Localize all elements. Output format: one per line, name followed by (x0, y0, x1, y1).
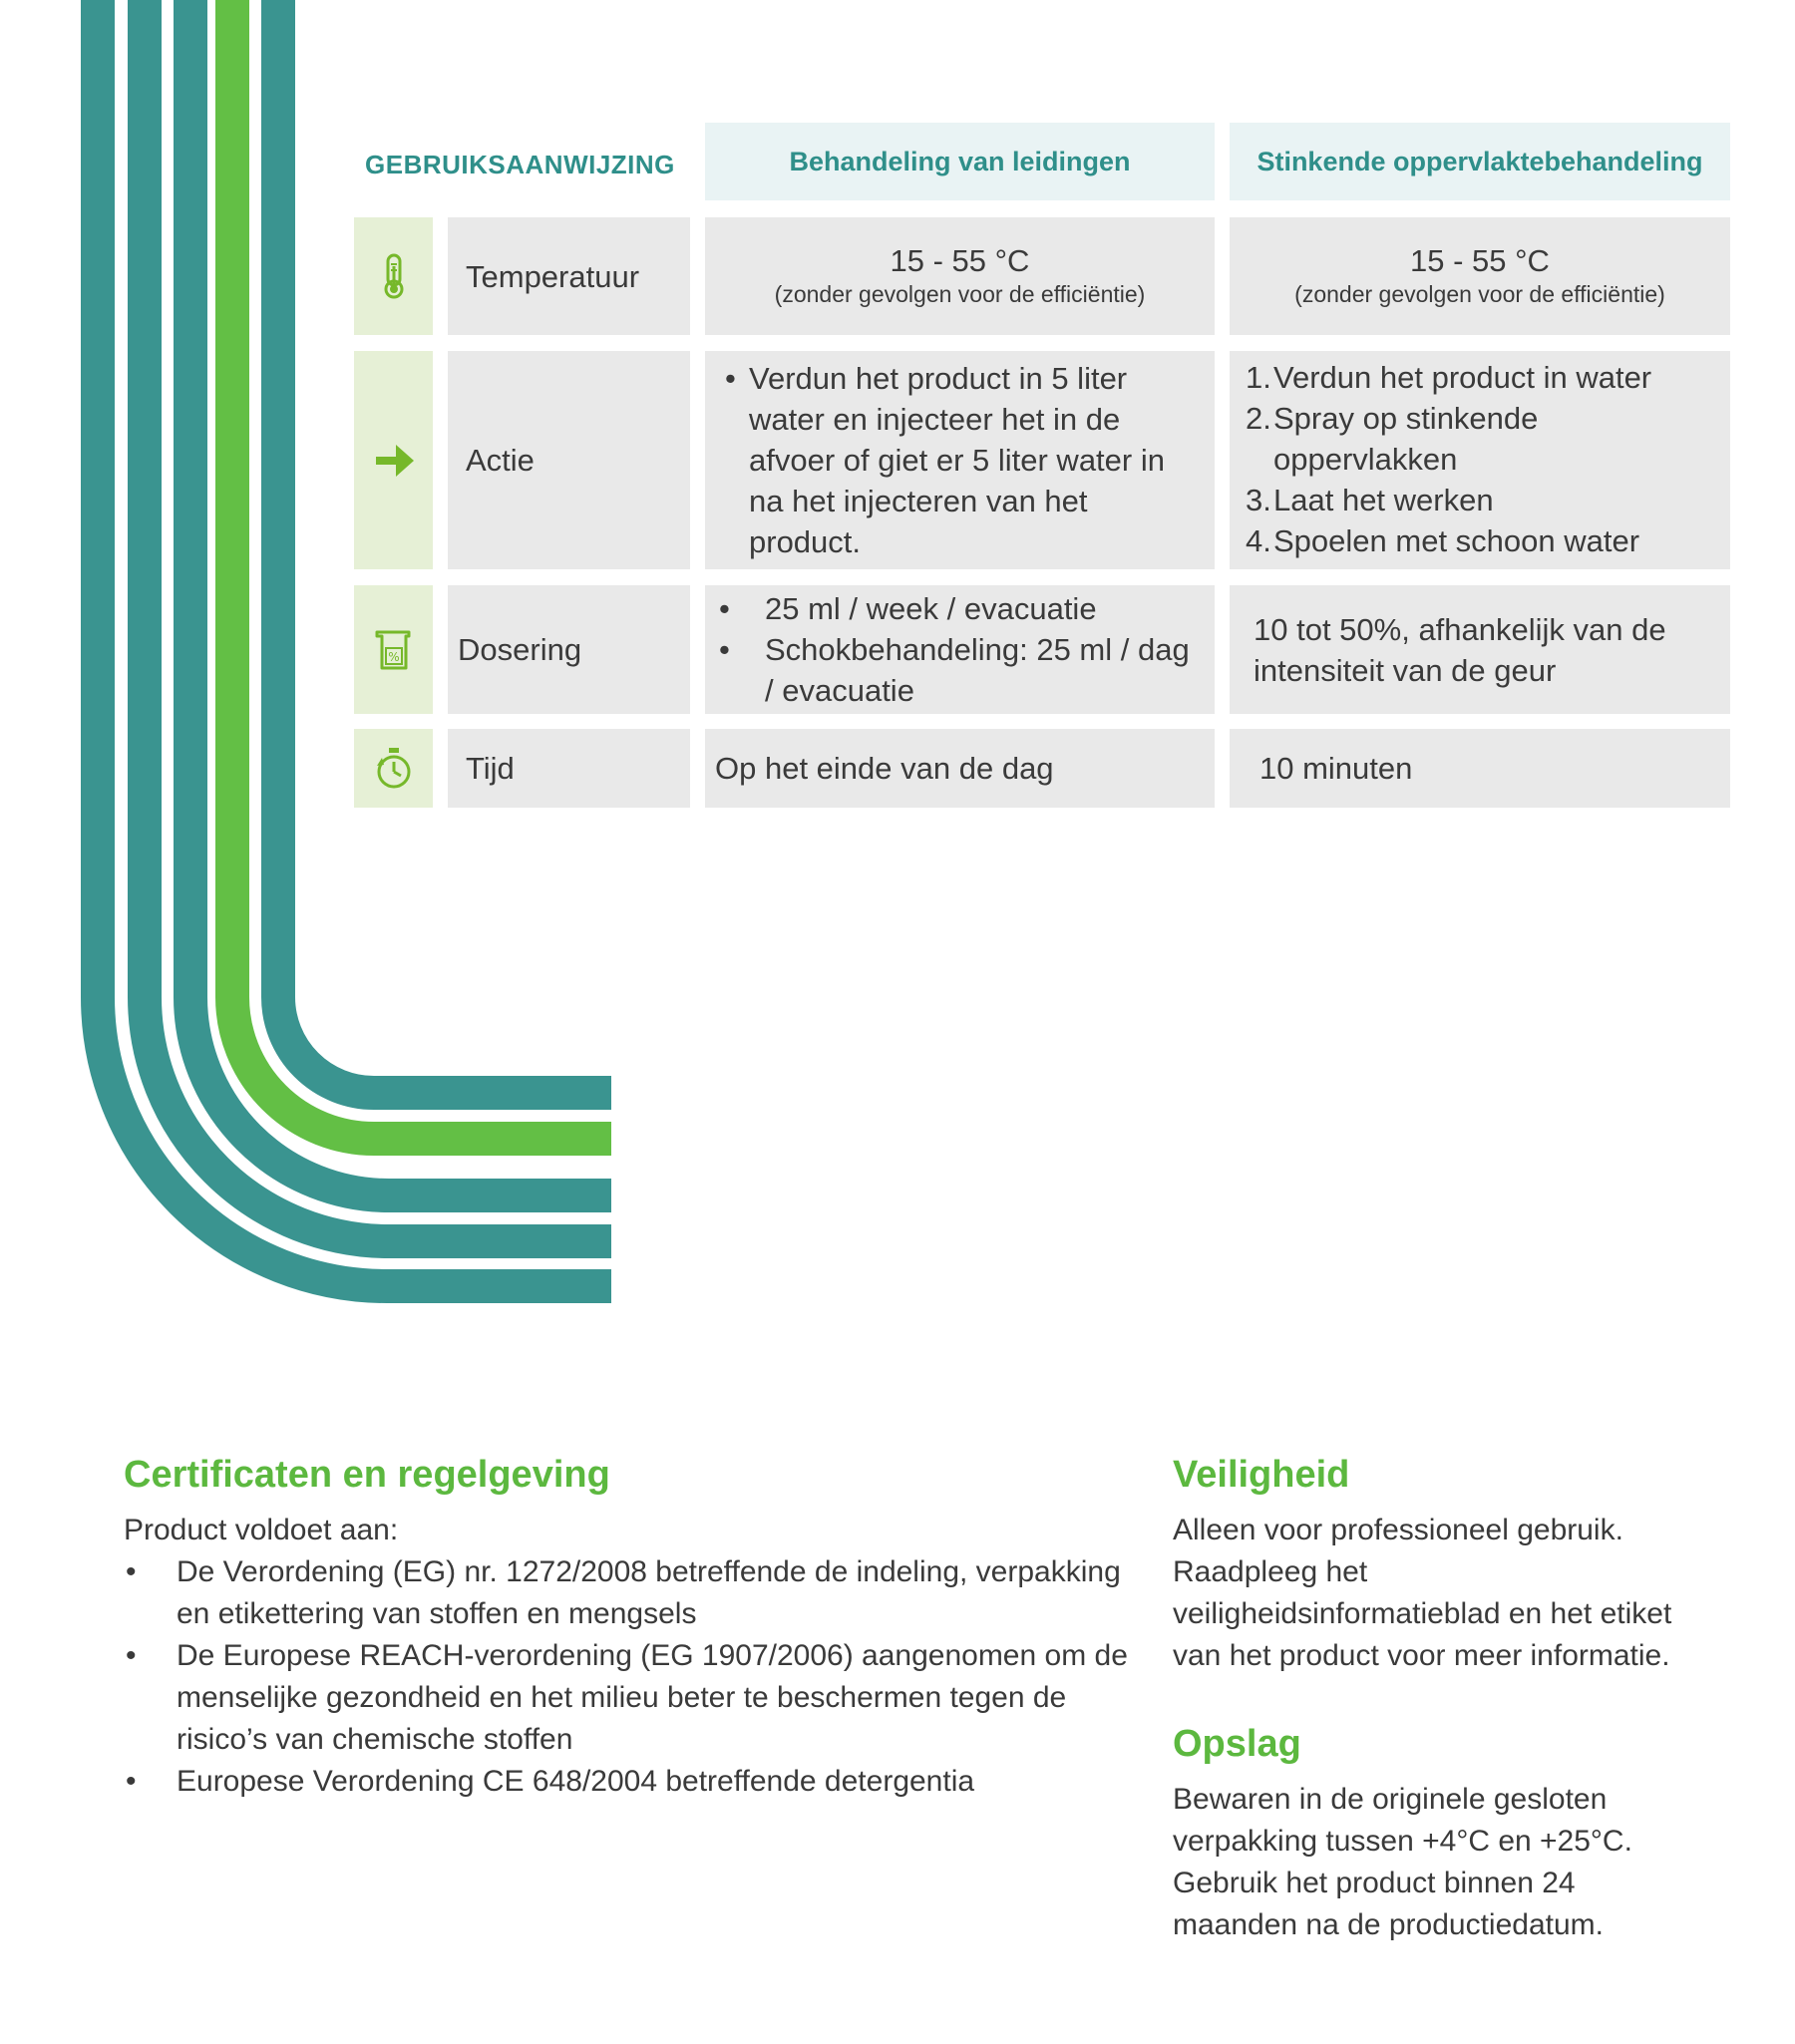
step-text: Spoelen met schoon water (1273, 523, 1640, 558)
action-surfaces-cell: 1.Verdun het product in water 2.Spray op… (1230, 351, 1730, 569)
time-pipes-text: Op het einde van de dag (715, 751, 1054, 786)
list-item: De Europese REACH-verordening (EG 1907/2… (124, 1635, 1131, 1761)
temperature-surfaces-cell: 15 - 55 °C (zonder gevolgen voor de effi… (1230, 217, 1730, 335)
row-label-action: Actie (448, 351, 690, 569)
column-header-pipes: Behandeling van leidingen (705, 123, 1215, 200)
certificates-list: De Verordening (EG) nr. 1272/2008 betref… (124, 1551, 1131, 1803)
row-label-time-text: Tijd (466, 751, 515, 786)
temperature-pipes-value: 15 - 55 °C (890, 243, 1030, 278)
action-icon-cell (354, 351, 433, 569)
step-number: 4. (1246, 523, 1271, 558)
temperature-pipes-cell: 15 - 55 °C (zonder gevolgen voor de effi… (705, 217, 1215, 335)
action-pipes-cell: Verdun het product in 5 liter water en i… (705, 351, 1215, 569)
list-item: 3.Laat het werken (1246, 480, 1720, 520)
certificates-body: Product voldoet aan: De Verordening (EG)… (124, 1510, 1131, 1803)
pipe-teal-1 (81, 0, 611, 1303)
row-label-temperature-text: Temperatuur (466, 258, 640, 294)
dosage-icon-cell: % (354, 585, 433, 714)
row-label-dosage: Dosering (448, 585, 690, 714)
temperature-surfaces-value: 15 - 55 °C (1410, 243, 1550, 278)
pipe-teal-5 (261, 0, 611, 1110)
time-surfaces-text: 10 minuten (1259, 751, 1413, 786)
time-icon-cell (354, 729, 433, 808)
row-label-time: Tijd (448, 729, 690, 808)
list-item: Europese Verordening CE 648/2004 betreff… (124, 1761, 1131, 1803)
column-header-surfaces-label: Stinkende oppervlaktebehandeling (1256, 146, 1703, 176)
safety-text: Alleen voor professioneel gebruik. Raadp… (1173, 1514, 1672, 1672)
dosage-pipes-cell: 25 ml / week / evacuatie Schokbehandelin… (705, 585, 1215, 714)
column-header-pipes-label: Behandeling van leidingen (789, 146, 1131, 176)
pipe-teal-4 (174, 0, 611, 1212)
list-item: 4.Spoelen met schoon water (1246, 520, 1720, 561)
arrow-right-icon (375, 444, 414, 477)
pipe-green (215, 0, 611, 1156)
row-label-temperature: Temperatuur (448, 217, 690, 335)
step-text: Laat het werken (1273, 483, 1494, 517)
step-text: Verdun het product in water (1273, 360, 1652, 395)
storage-title: Opslag (1173, 1723, 1301, 1765)
list-item: 2.Spray op stinkende oppervlakken (1246, 398, 1720, 480)
row-label-dosage-text: Dosering (458, 632, 582, 667)
time-surfaces-cell: 10 minuten (1230, 729, 1730, 808)
row-label-action-text: Actie (466, 443, 535, 478)
step-number: 3. (1246, 483, 1271, 517)
list-item: 25 ml / week / evacuatie (707, 588, 1199, 629)
beaker-percent-icon: % (375, 630, 410, 669)
pipe-teal-3 (128, 0, 611, 1258)
thermometer-icon (384, 253, 403, 299)
certificates-title: Certificaten en regelgeving (124, 1454, 610, 1496)
temperature-surfaces-note: (zonder gevolgen voor de efficiëntie) (1294, 281, 1665, 307)
safety-title: Veiligheid (1173, 1454, 1350, 1496)
list-item: 1.Verdun het product in water (1246, 357, 1720, 398)
time-pipes-cell: Op het einde van de dag (705, 729, 1215, 808)
certificates-intro: Product voldoet aan: (124, 1514, 399, 1546)
step-text: Spray op stinkende oppervlakken (1273, 401, 1539, 477)
stopwatch-icon (376, 747, 410, 788)
list-item: De Verordening (EG) nr. 1272/2008 betref… (124, 1551, 1131, 1635)
dosage-surfaces-text: 10 tot 50%, afhankelijk van de intensite… (1254, 611, 1666, 688)
temperature-icon-cell (354, 217, 433, 335)
storage-text: Bewaren in de originele gesloten verpakk… (1173, 1783, 1632, 1941)
column-header-surfaces: Stinkende oppervlaktebehandeling (1230, 123, 1730, 200)
table-title: GEBRUIKSAANWIJZING (365, 150, 675, 179)
temperature-pipes-note: (zonder gevolgen voor de efficiëntie) (774, 281, 1146, 307)
step-number: 1. (1246, 360, 1271, 395)
action-pipes-text: Verdun het product in 5 liter water en i… (723, 358, 1199, 562)
list-item: Schokbehandeling: 25 ml / dag / evacuati… (707, 629, 1199, 711)
dosage-surfaces-cell: 10 tot 50%, afhankelijk van de intensite… (1230, 585, 1730, 714)
step-number: 2. (1246, 401, 1271, 436)
svg-text:%: % (388, 650, 399, 664)
